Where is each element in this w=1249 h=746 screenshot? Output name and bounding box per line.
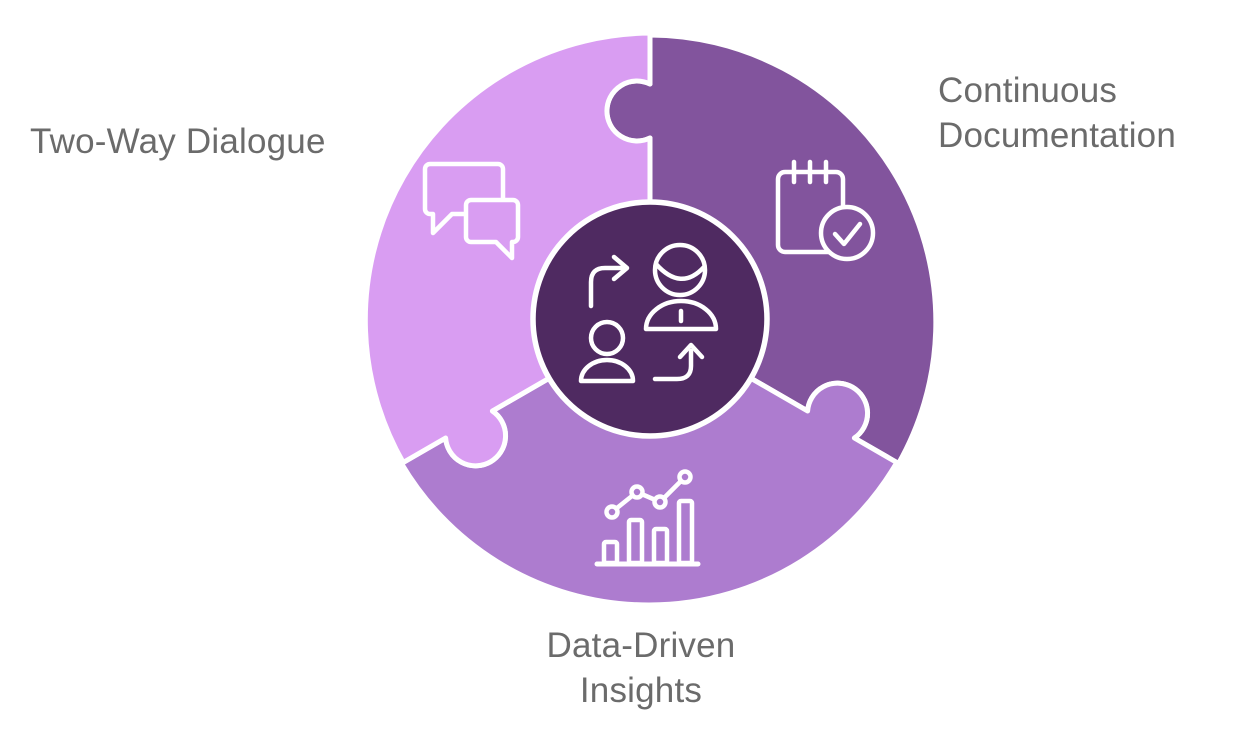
label-continuous-documentation: Continuous Documentation — [938, 71, 1177, 155]
label-two-way-dialogue: Two-Way Dialogue — [30, 122, 326, 161]
notepad-check-icon — [775, 159, 876, 262]
people-exchange-icon — [578, 242, 719, 384]
bar-chart-trend-icon — [594, 469, 701, 567]
label-data-driven-insights: Data-Driven Insights — [546, 626, 736, 710]
chat-bubbles-icon — [422, 161, 521, 261]
